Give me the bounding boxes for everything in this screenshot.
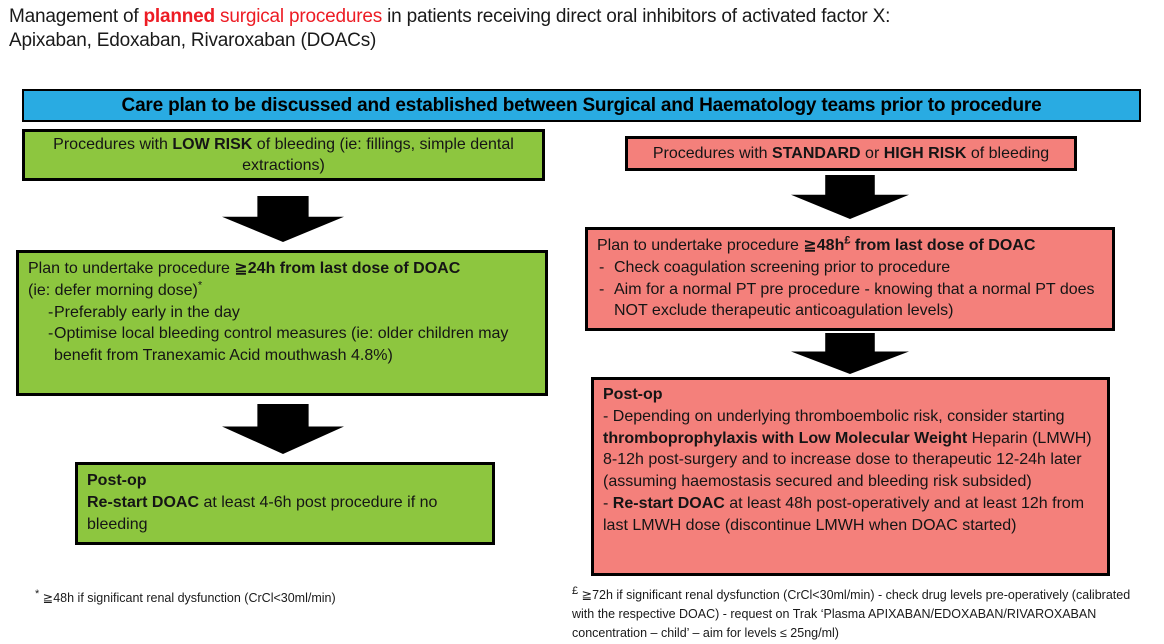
title-rest: in patients receiving direct oral inhibi… (387, 6, 891, 27)
restart-doac-rest: at least 4-6h post procedure if no bleed… (87, 493, 438, 533)
plan-lead-bold2: from last dose of DOAC (850, 237, 1036, 254)
down-arrow-icon (791, 333, 909, 374)
high-risk-mid: or (860, 144, 884, 162)
asterisk-sup: * (35, 587, 40, 600)
care-plan-banner: Care plan to be discussed and establishe… (22, 89, 1141, 122)
right-footnote: £ ≧72h if significant renal dysfunction … (572, 584, 1140, 642)
standard-bold: STANDARD (772, 144, 861, 162)
plan-lead-line2: (ie: defer morning dose)* (28, 280, 536, 302)
plan-bullet-1: -Preferably early in the day (28, 302, 536, 324)
down-arrow-icon (791, 175, 909, 219)
bullet-dash: - (48, 303, 54, 321)
page-title: Management of planned surgical procedure… (9, 5, 1157, 54)
plan-lead-pre: Plan to undertake procedure (28, 260, 235, 277)
postop-paragraph-2: - Re-start DOAC at least 48h post-operat… (603, 493, 1098, 537)
bullet-text: Optimise local bleeding control measures… (54, 325, 509, 364)
low-risk-plan-box: Plan to undertake procedure ≧24h from la… (16, 250, 548, 396)
high-risk-plan-box: Plan to undertake procedure ≧48h£ from l… (585, 227, 1115, 331)
bullet-text: Check coagulation screening prior to pro… (614, 258, 951, 276)
low-risk-postop-box: Post-op Re-start DOAC at least 4-6h post… (75, 462, 495, 545)
down-arrow-icon (222, 404, 344, 454)
restart-doac-bold: Re-start DOAC (87, 493, 200, 511)
bullet-dash: - (599, 280, 605, 298)
high-risk-text: Procedures with STANDARD or HIGH RISK of… (653, 143, 1049, 164)
pound-sup: £ (572, 584, 579, 597)
pound-sup: £ (844, 234, 851, 247)
title-highlight-bold: planned (143, 6, 216, 27)
postop-p1-pre: - Depending on underlying thromboembolic… (603, 407, 1065, 425)
title-highlight: surgical procedures (214, 6, 388, 27)
postop-p2-post: at least 48h post-operatively and at lea… (603, 494, 1085, 534)
plan-lead-bold: ≧24h from last dose of DOAC (234, 260, 461, 277)
plan-lead-line: Plan to undertake procedure ≧48h£ from l… (597, 235, 1103, 257)
postop-heading: Post-op (603, 386, 663, 403)
low-risk-box: Procedures with LOW RISK of bleeding (ie… (22, 129, 545, 181)
care-plan-banner-text: Care plan to be discussed and establishe… (121, 94, 1042, 116)
left-footnote: * ≧48h if significant renal dysfunction … (35, 587, 555, 608)
down-arrow-icon (222, 196, 344, 242)
plan-defer-text: (ie: defer morning dose) (28, 281, 198, 299)
plan-lead-line: Plan to undertake procedure ≧24h from la… (28, 258, 536, 280)
plan-bullet-2: -Aim for a normal PT pre procedure - kno… (597, 279, 1103, 323)
high-risk-post: of bleeding (966, 144, 1050, 162)
low-risk-post: of bleeding (ie: fillings, simple dental… (242, 135, 514, 174)
postop-p2-pre: - (603, 494, 613, 512)
high-risk-box: Procedures with STANDARD or HIGH RISK of… (625, 136, 1077, 171)
bullet-text: Aim for a normal PT pre procedure - know… (614, 280, 1095, 320)
title-line-2: Apixaban, Edoxaban, Rivaroxaban (DOACs) (9, 30, 377, 52)
high-risk-bold: HIGH RISK (883, 144, 967, 162)
high-risk-pre: Procedures with (652, 144, 773, 162)
left-footnote-text: ≧48h if significant renal dysfunction (C… (39, 591, 336, 605)
restart-doac-bold: Re-start DOAC (612, 494, 725, 512)
bullet-text: Preferably early in the day (54, 303, 240, 321)
bullet-dash: - (599, 258, 605, 276)
high-risk-postop-box: Post-op - Depending on underlying thromb… (591, 377, 1110, 576)
plan-lead-pre: Plan to undertake procedure (597, 237, 804, 254)
postop-heading: Post-op (87, 472, 147, 489)
title-line-1: Management of planned surgical procedure… (9, 5, 1157, 29)
low-risk-text: Procedures with LOW RISK of bleeding (ie… (35, 134, 532, 177)
title-text: Management of (9, 6, 144, 27)
right-footnote-text: ≧72h if significant renal dysfunction (C… (572, 588, 1131, 640)
postop-paragraph-1: - Depending on underlying thromboembolic… (603, 406, 1098, 493)
low-risk-pre: Procedures with (53, 135, 173, 153)
thromboprophylaxis-bold: thromboprophylaxis with Low Molecular We… (603, 429, 968, 447)
plan-bullet-2: -Optimise local bleeding control measure… (28, 323, 536, 367)
postop-text: Re-start DOAC at least 4-6h post procedu… (87, 492, 483, 536)
low-risk-bold: LOW RISK (172, 135, 253, 153)
asterisk-sup: * (197, 279, 203, 292)
plan-bullet-1: -Check coagulation screening prior to pr… (597, 257, 1103, 279)
bullet-dash: - (48, 325, 54, 343)
postop-p1-post: Heparin (LMWH) 8-12h post-surgery and to… (603, 429, 1092, 491)
plan-lead-bold: ≧48h (803, 237, 845, 254)
